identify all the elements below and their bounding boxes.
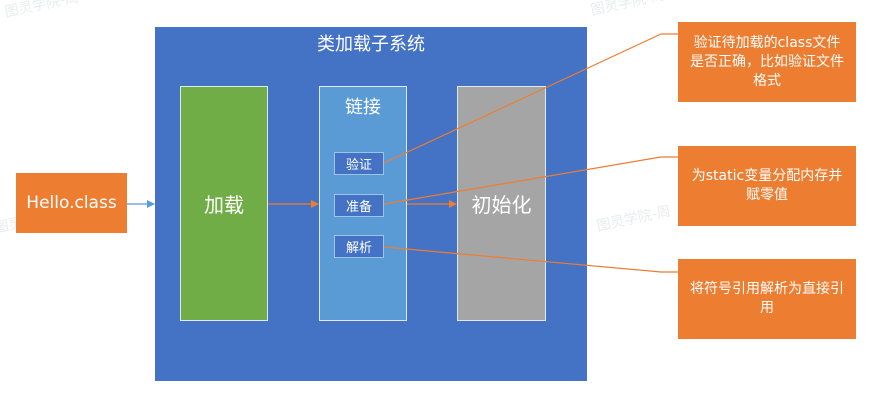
prepare-note: 为static变量分配内存并赋零值 (678, 146, 856, 226)
watermark: 图灵学院-周 (595, 203, 673, 235)
subsystem-title: 类加载子系统 (317, 34, 425, 55)
verify-step: 验证 (334, 152, 384, 175)
init-stage: 初始化 (457, 86, 546, 321)
prepare-step: 准备 (334, 194, 384, 217)
watermark: 图灵学院-周 (3, 0, 81, 21)
verify-note: 验证待加载的class文件是否正确，比如验证文件格式 (678, 22, 856, 102)
resolve-note: 将符号引用解析为直接引用 (678, 259, 856, 339)
resolve-step: 解析 (334, 235, 384, 258)
watermark: 图灵学院-周 (589, 0, 667, 19)
load-stage: 加载 (180, 86, 268, 321)
link-stage-title: 链接 (345, 97, 381, 118)
hello-class-node: Hello.class (16, 173, 127, 233)
